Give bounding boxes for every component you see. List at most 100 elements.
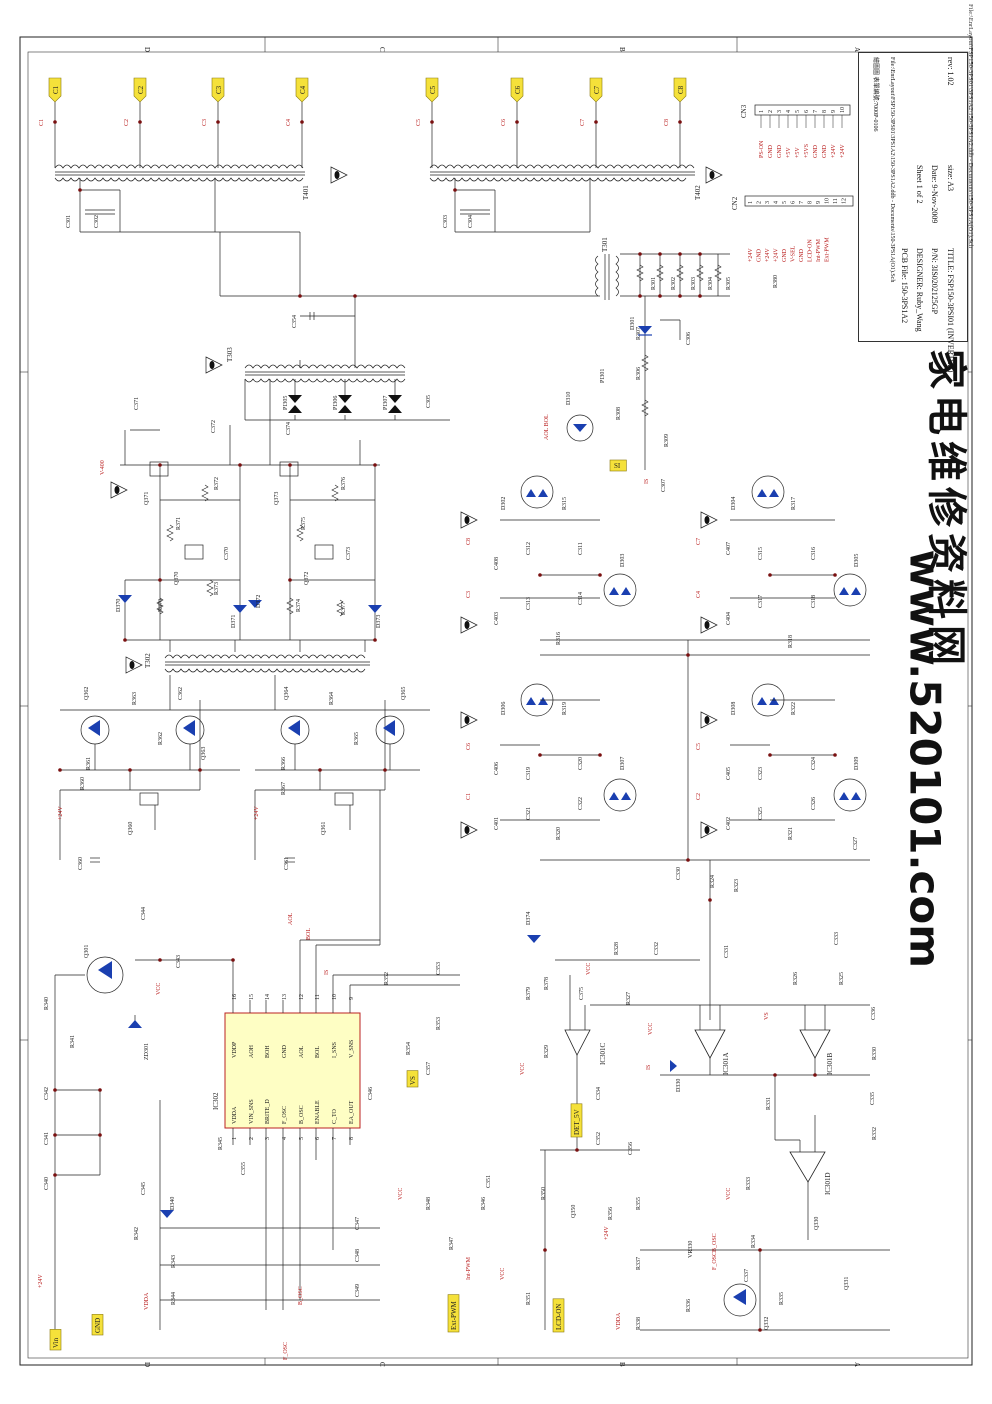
ccfl-tag-text: C8 xyxy=(677,85,685,94)
d310-optocoupler xyxy=(566,414,594,442)
ground-symbol-icon xyxy=(700,821,718,839)
designator-r348: R348 xyxy=(426,1197,432,1210)
designator-r305: R305 xyxy=(726,277,732,290)
ground-symbol-icon xyxy=(460,511,478,529)
cn2-pin-number: 10 xyxy=(825,198,831,204)
ic302-pin-bottom: VDDA xyxy=(232,1106,238,1124)
designator-c313: C313 xyxy=(526,597,532,610)
designator-r377: R377 xyxy=(341,602,347,615)
designator-d302: D302 xyxy=(501,497,507,510)
designator-c342: C342 xyxy=(44,1087,50,1100)
net-tag-det-5v: DET_5V xyxy=(570,1103,583,1138)
ground-symbol-icon xyxy=(705,166,723,184)
designator-c373: C373 xyxy=(346,547,352,560)
designator-d306: D306 xyxy=(501,702,507,715)
designator-r355: R355 xyxy=(636,1197,642,1210)
label-b-osc-right: B_OSC xyxy=(712,1233,718,1252)
designator-r326: R326 xyxy=(793,972,799,985)
opamp-label: IC301D xyxy=(824,1172,832,1195)
title-block-pn: P/N: 3IS0202125GP xyxy=(930,248,939,315)
junction-dot xyxy=(538,753,542,757)
designator-c347: C347 xyxy=(355,1217,361,1230)
ccfl-return-label: C4 xyxy=(696,591,702,598)
junction-dot xyxy=(53,1173,57,1177)
designator-c352: C352 xyxy=(596,1132,602,1145)
junction-dot xyxy=(638,294,642,298)
designator-c322: C322 xyxy=(578,797,584,810)
junction-dot xyxy=(758,1248,762,1252)
ccfl-tag-text: C3 xyxy=(215,85,223,94)
designator-r364: R364 xyxy=(329,692,335,705)
cn2-pin-number: 5 xyxy=(782,201,788,204)
designator-c355: C355 xyxy=(241,1162,247,1175)
designator-r338: R338 xyxy=(636,1317,642,1330)
title-block-pcb-file: PCB File: 150-3PS1A2 xyxy=(900,248,909,324)
cn2-signal: LCD-ON xyxy=(808,239,814,262)
designator-r330: R330 xyxy=(872,1047,878,1060)
opamp-ic301a xyxy=(694,1029,726,1059)
junction-dot xyxy=(53,1133,57,1137)
net-tag-ext-pwm-text: Ext-PWM xyxy=(450,1300,458,1330)
designator-c371: C371 xyxy=(134,397,140,410)
designator-d340: D340 xyxy=(170,1197,176,1210)
designator-c320: C320 xyxy=(578,757,584,770)
junction-dot xyxy=(768,573,772,577)
transformer-label: T301 xyxy=(601,237,609,252)
designator-c303: C303 xyxy=(443,215,449,228)
cn3-pin-number: 4 xyxy=(786,110,792,113)
zone-label-top: A xyxy=(853,47,861,52)
designator-r378: R378 xyxy=(544,977,550,990)
cn2-signal: GND xyxy=(757,248,763,262)
ground-dot-icon xyxy=(704,716,710,724)
designator-r307: R307 xyxy=(636,327,642,340)
designator-r324: R324 xyxy=(710,875,716,888)
cn3-pin-number: 10 xyxy=(840,107,846,113)
net-tag-vs: VS xyxy=(406,1070,419,1088)
designator-q370: Q370 xyxy=(174,572,180,585)
designator-c332: C332 xyxy=(654,942,660,955)
junction-dot xyxy=(598,753,602,757)
cn3-signal: +24V xyxy=(840,144,846,158)
ccfl-tag-c8: C8 xyxy=(673,77,687,103)
label-p24v-left: +24V xyxy=(58,806,64,820)
junction-dot xyxy=(58,768,62,772)
label-vcc-r333: VCC xyxy=(726,1188,732,1200)
junction-dot xyxy=(373,463,377,467)
designator-r317: R317 xyxy=(791,497,797,510)
designator-c362: C362 xyxy=(178,687,184,700)
label-is-c307: IS xyxy=(644,479,650,484)
zone-label-bottom: A xyxy=(853,1362,861,1367)
junction-dot xyxy=(216,120,220,124)
designator-c370: C370 xyxy=(224,547,230,560)
designator-r379: R379 xyxy=(526,987,532,1000)
designator-c408: C408 xyxy=(494,557,500,570)
designator-r323: R323 xyxy=(734,879,740,892)
ic302-pin-bottom: VIN_SNS xyxy=(249,1099,255,1124)
ccfl-tag-c6: C6 xyxy=(510,77,524,103)
junction-dot xyxy=(158,578,162,582)
ccfl-tag-c2: C2 xyxy=(133,77,147,103)
net-tag-vs-text: VS xyxy=(409,1076,417,1085)
designator-c404: C404 xyxy=(726,612,732,625)
diode-pair-icon xyxy=(603,573,637,607)
ic302-pin-bottom: EA_OUT xyxy=(349,1100,355,1124)
junction-dot xyxy=(373,638,377,642)
junction-dot xyxy=(698,294,702,298)
designator-r340: R340 xyxy=(44,997,50,1010)
junction-dot xyxy=(678,294,682,298)
designator-c327: C327 xyxy=(853,837,859,850)
designator-r333: R333 xyxy=(746,1177,752,1190)
cn3-signal: +5VS xyxy=(804,144,810,158)
designator-d308: D308 xyxy=(731,702,737,715)
designator-r318: R318 xyxy=(788,635,794,648)
designator-r350: R350 xyxy=(541,1187,547,1200)
cn2-signal: V-SEL xyxy=(791,245,797,262)
cn2-signal: Int-PWM xyxy=(816,238,822,262)
designator-r380: R380 xyxy=(773,275,779,288)
junction-dot xyxy=(638,252,642,256)
cn3-signal: +5V xyxy=(786,147,792,158)
designator-r337: R337 xyxy=(636,1257,642,1270)
designator-c353: C353 xyxy=(436,962,442,975)
watermark: 家电维修资料网 www.520101.com xyxy=(880,330,970,968)
designator-d330: D330 xyxy=(676,1079,682,1092)
